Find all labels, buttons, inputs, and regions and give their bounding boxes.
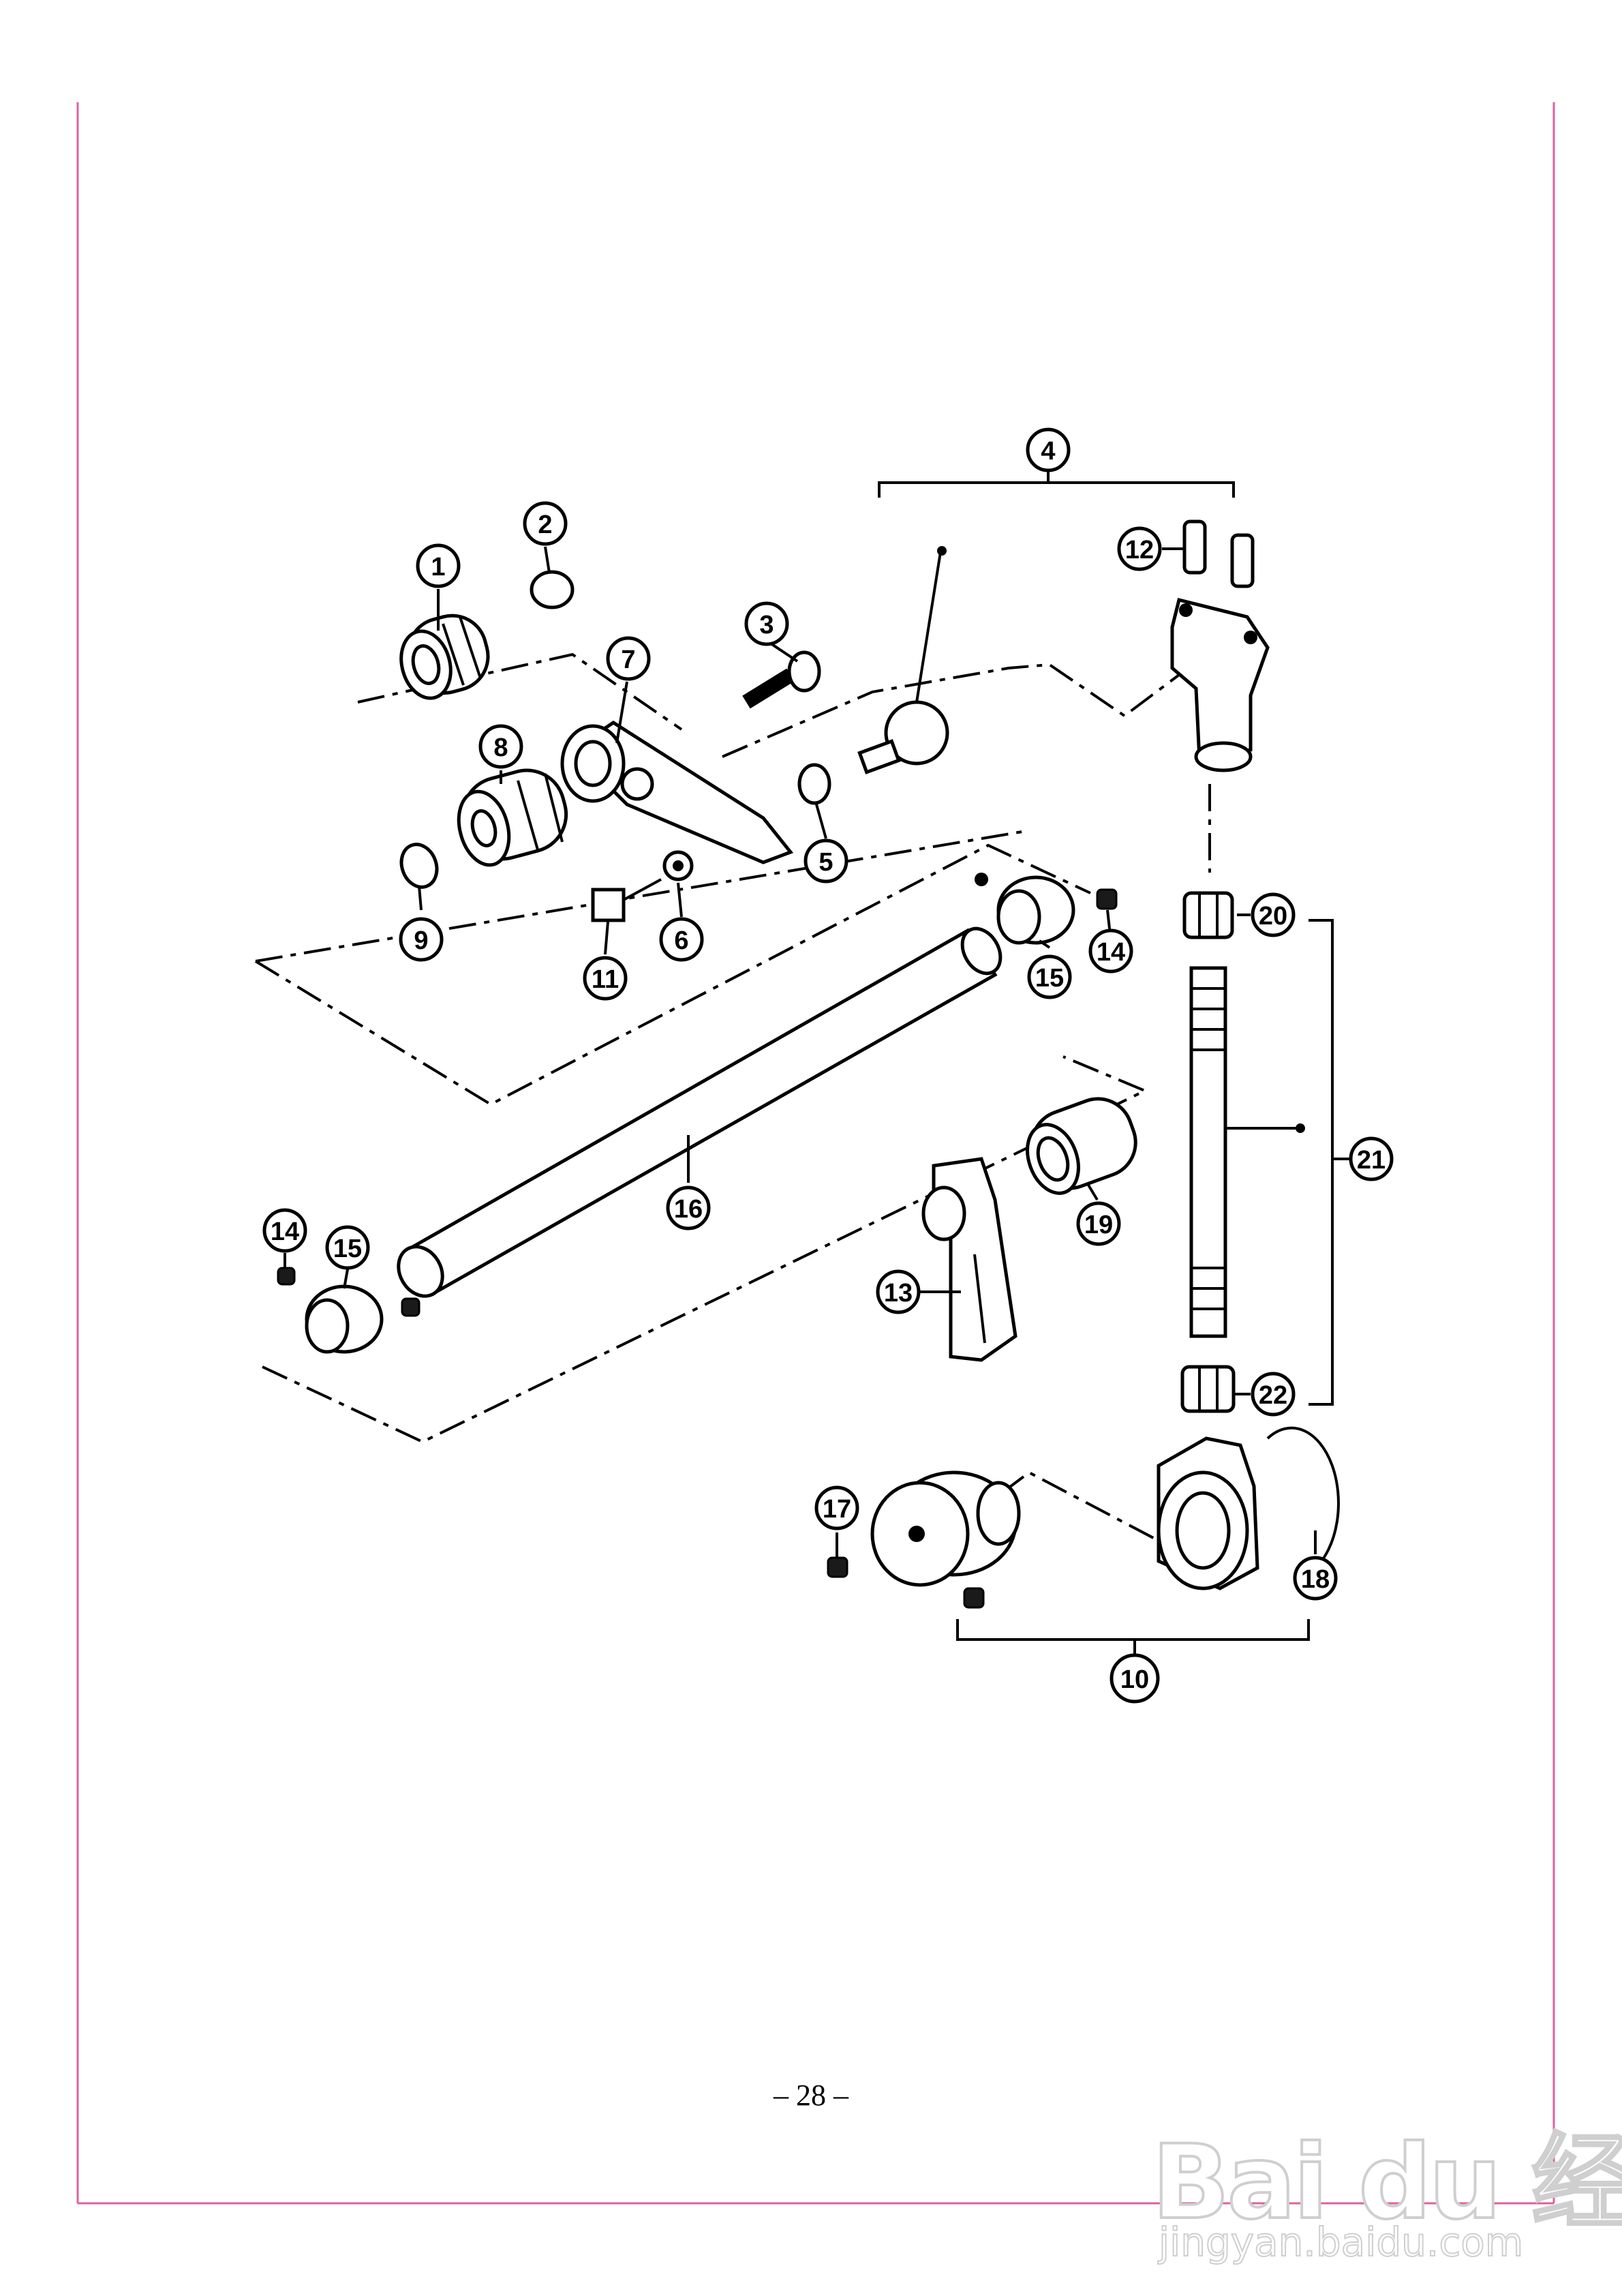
leader-6 <box>677 882 683 918</box>
leader-15-lower <box>343 1269 349 1289</box>
leader-2 <box>544 546 551 573</box>
part-12-screws <box>1182 519 1255 588</box>
svg-text:6: 6 <box>674 926 688 955</box>
assembly-line-shaft-top <box>254 843 1091 1106</box>
watermark-logo: Bai du 经验 <box>1150 2122 1622 2244</box>
part-19-bushing <box>1026 1097 1137 1195</box>
callout-16: 16 <box>666 1185 711 1230</box>
assembly-line-shaft-bottom <box>262 1055 1148 1444</box>
part-16-shaft <box>397 926 1003 1298</box>
svg-text:20: 20 <box>1259 902 1287 931</box>
part-4-clamp-block <box>1170 597 1270 772</box>
svg-text:9: 9 <box>414 926 428 955</box>
svg-text:4: 4 <box>1041 437 1055 466</box>
leader-4-ball <box>915 552 942 703</box>
leader-21-dot <box>1296 1123 1305 1133</box>
svg-text:2: 2 <box>538 511 552 539</box>
callout-7: 7 <box>606 636 651 681</box>
watermark-url: jingyan.baidu.com <box>1158 2218 1524 2266</box>
svg-text:14: 14 <box>271 1218 299 1246</box>
callout-21: 21 <box>1349 1136 1394 1181</box>
part-5-washer <box>797 763 831 805</box>
callout-4: 4 <box>1026 427 1071 472</box>
part-3-screw <box>742 650 821 709</box>
callout-9: 9 <box>399 917 444 962</box>
svg-text:7: 7 <box>621 646 635 674</box>
part-10-cam <box>870 1470 1021 1587</box>
svg-text:15: 15 <box>1035 964 1064 993</box>
svg-text:15: 15 <box>333 1235 362 1263</box>
part-7-arm <box>560 721 794 864</box>
part-9-snap-ring <box>399 843 439 889</box>
callout-5: 5 <box>804 839 848 883</box>
leader-4-dot <box>937 546 947 556</box>
page-number: – 28 – <box>774 2079 848 2112</box>
svg-text:22: 22 <box>1259 1381 1287 1410</box>
callout-15-upper: 15 <box>1027 954 1072 999</box>
leader-19 <box>1086 1181 1099 1201</box>
part-8-bushing <box>457 768 568 867</box>
leader-15-upper <box>1038 939 1051 949</box>
callout-18: 18 <box>1293 1556 1338 1601</box>
svg-text:16: 16 <box>674 1195 703 1224</box>
svg-text:10: 10 <box>1120 1665 1149 1694</box>
svg-text:5: 5 <box>818 848 833 877</box>
part-21-rod <box>1189 966 1227 1338</box>
callout-1: 1 <box>416 543 461 588</box>
callout-6: 6 <box>659 917 704 962</box>
baidu-jingyan-watermark: Bai du 经验 jingyan.baidu.com <box>1150 2072 1622 2270</box>
callout-20: 20 <box>1251 892 1296 937</box>
callout-14-upper: 14 <box>1088 928 1133 973</box>
svg-text:19: 19 <box>1084 1211 1113 1239</box>
bracket-part-4 <box>878 481 1235 498</box>
svg-text:8: 8 <box>493 734 508 762</box>
svg-text:18: 18 <box>1301 1565 1330 1594</box>
part-13-bracket <box>921 1157 1017 1362</box>
bracket-part-21 <box>1309 919 1334 1406</box>
callout-11: 11 <box>583 956 628 1001</box>
svg-text:12: 12 <box>1125 536 1154 564</box>
callout-10: 10 <box>1110 1653 1160 1704</box>
leader-7 <box>615 681 628 744</box>
callout-12: 12 <box>1117 526 1162 571</box>
leader-5 <box>815 804 827 839</box>
leader-9 <box>418 886 423 911</box>
assembly-line-arm <box>722 653 1208 758</box>
callout-17: 17 <box>814 1485 859 1530</box>
part-2-cap <box>530 570 575 609</box>
svg-text:17: 17 <box>823 1495 851 1524</box>
svg-text:11: 11 <box>592 965 619 994</box>
callout-2: 2 <box>523 501 568 546</box>
part-22-nut <box>1180 1365 1236 1413</box>
svg-text:3: 3 <box>759 611 774 639</box>
part-15-collar-lower <box>305 1284 420 1354</box>
leader-11 <box>604 921 609 955</box>
part-18-snap-ring <box>1266 1426 1340 1569</box>
svg-text:14: 14 <box>1097 938 1125 967</box>
callout-15-lower: 15 <box>325 1225 370 1270</box>
part-11-nut <box>591 878 662 922</box>
part-20-nut <box>1182 891 1234 939</box>
part-4-ball-joint <box>857 700 949 774</box>
svg-text:21: 21 <box>1357 1146 1386 1175</box>
part-14-setscrew-upper <box>1096 888 1118 910</box>
part-10-cam-ring <box>1157 1436 1259 1590</box>
svg-text:13: 13 <box>884 1279 913 1308</box>
callout-22: 22 <box>1251 1372 1296 1417</box>
callout-8: 8 <box>478 724 523 769</box>
svg-text:1: 1 <box>431 553 445 581</box>
part-17-setscrew <box>827 1556 985 1609</box>
bracket-part-10 <box>956 1619 1310 1641</box>
part-14-setscrew-lower <box>277 1267 296 1286</box>
callout-3: 3 <box>744 601 789 646</box>
assembly-line-shaft-left <box>255 830 1023 963</box>
callout-14-lower: 14 <box>262 1208 307 1253</box>
callout-13: 13 <box>876 1269 921 1314</box>
part-15-collar-upper <box>975 873 1075 945</box>
part-6-washer <box>662 850 694 881</box>
callout-19: 19 <box>1076 1201 1121 1246</box>
